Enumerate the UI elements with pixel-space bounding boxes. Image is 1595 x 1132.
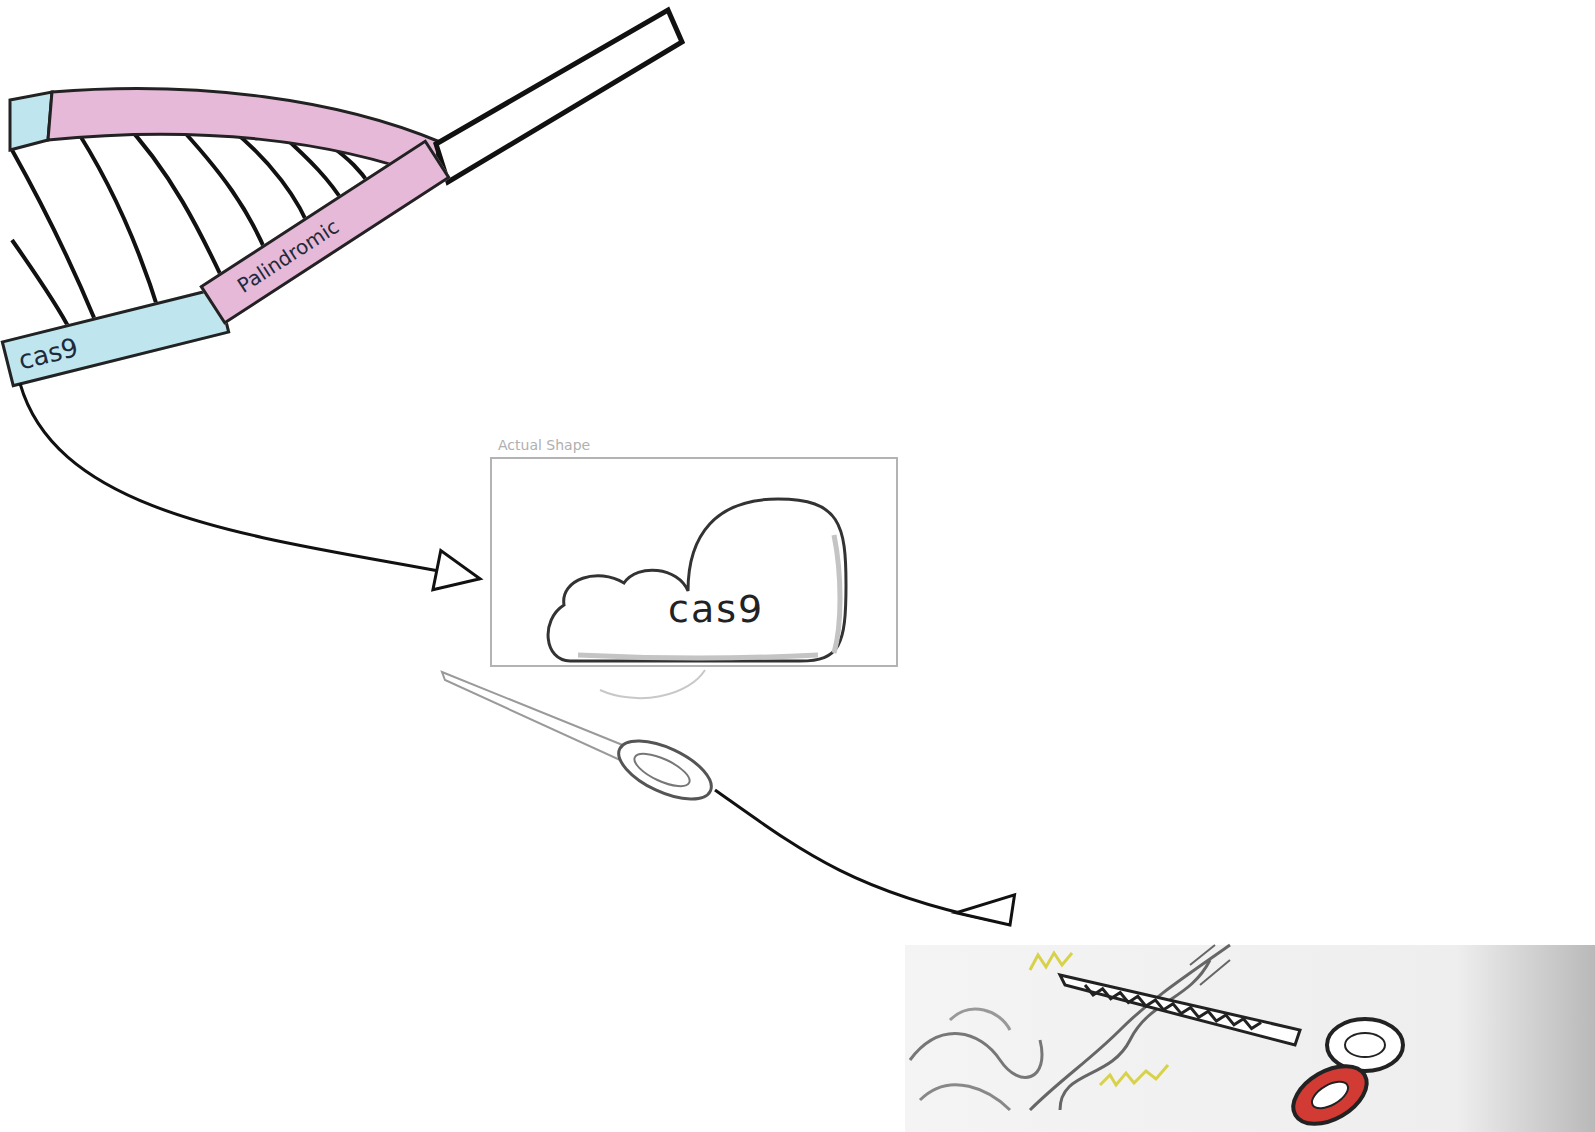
gene-band: Palindromic — [199, 139, 450, 325]
scissors-symbol — [442, 670, 720, 811]
helix-end — [436, 10, 682, 182]
connector-arrow — [20, 384, 480, 579]
cloud-label: cas9 — [668, 587, 764, 631]
helix-strand — [48, 89, 440, 178]
gene-band: cas9 — [0, 286, 230, 387]
leader-line — [715, 790, 990, 920]
cutting-illustration — [905, 945, 1595, 1132]
frame-heading: Actual Shape — [498, 437, 590, 453]
cloud-outline — [538, 495, 850, 665]
arrow-head — [956, 879, 1019, 929]
band-label: Palindromic — [233, 214, 343, 297]
helix-strand — [10, 92, 52, 150]
protein-cloud: cas9 — [538, 495, 850, 665]
arrow-head — [433, 551, 480, 590]
shape-frame: Actual Shapecas9 — [490, 457, 898, 667]
band-label: cas9 — [15, 332, 81, 376]
